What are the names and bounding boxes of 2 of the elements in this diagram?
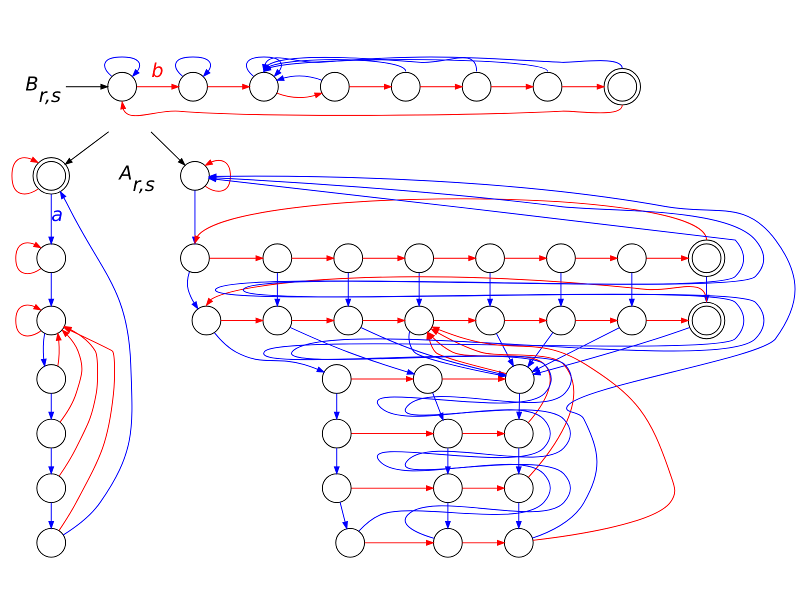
edge-label: a xyxy=(51,202,63,226)
edge-label: b xyxy=(151,59,164,82)
